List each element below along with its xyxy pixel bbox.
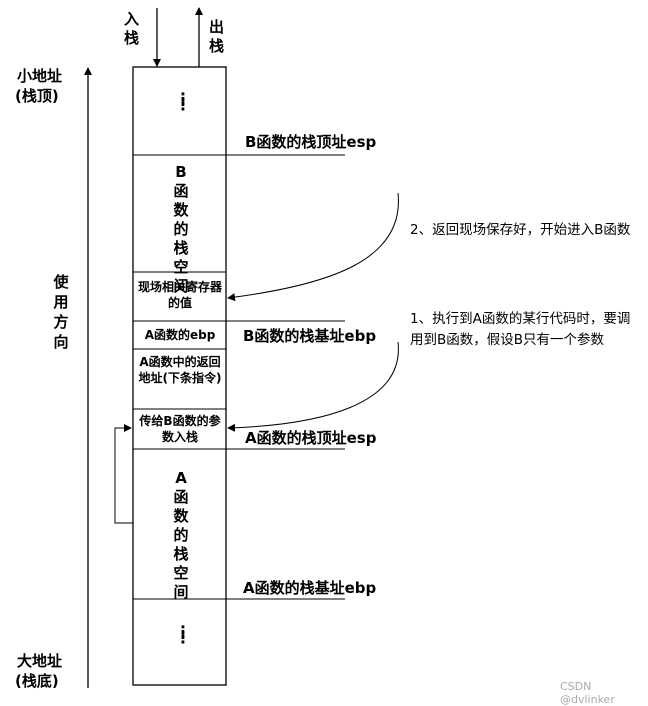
pop-label: 出栈	[209, 18, 225, 55]
param-cell: 传给B函数的参数入栈	[139, 414, 221, 444]
note1-curve-arrow	[227, 341, 399, 432]
return-address-cell: A函数中的返回地址(下条指令)	[138, 355, 222, 385]
low-address-label: 小地址	[17, 67, 63, 85]
low-address-note: (栈顶)	[15, 87, 59, 105]
a-stack-space: A函数的栈空间	[173, 469, 189, 601]
high-address-note: (栈底)	[15, 672, 59, 690]
param-loop-arrow	[114, 424, 133, 524]
watermark: CSDN @dvlinker	[560, 680, 615, 706]
b-esp-label: B函数的栈顶址esp	[245, 133, 377, 151]
saved-registers-cell: 现场相关寄存器的值	[138, 280, 223, 310]
stack-outline	[132, 66, 227, 686]
a-ebp-label: A函数的栈基址ebp	[243, 579, 377, 597]
push-label: 入栈	[124, 10, 140, 47]
note-1: 1、执行到A函数的某行代码时，要调用到B函数，假设B只有一个参数	[410, 311, 631, 348]
top-ellipsis: ⋮⋮	[175, 89, 191, 114]
a-ebp-cell: A函数的ebp	[144, 328, 216, 342]
note2-curve-arrow	[227, 192, 399, 302]
a-esp-label: A函数的栈顶址esp	[245, 429, 377, 447]
note-2: 2、返回现场保存好，开始进入B函数	[410, 222, 631, 238]
b-stack-space: B函数的栈空间	[173, 163, 189, 295]
direction-label: 使用方向	[53, 273, 69, 351]
b-ebp-label: B函数的栈基址ebp	[243, 327, 377, 345]
high-address-label: 大地址	[17, 652, 63, 670]
bottom-ellipsis: ⋮⋮	[175, 622, 191, 647]
